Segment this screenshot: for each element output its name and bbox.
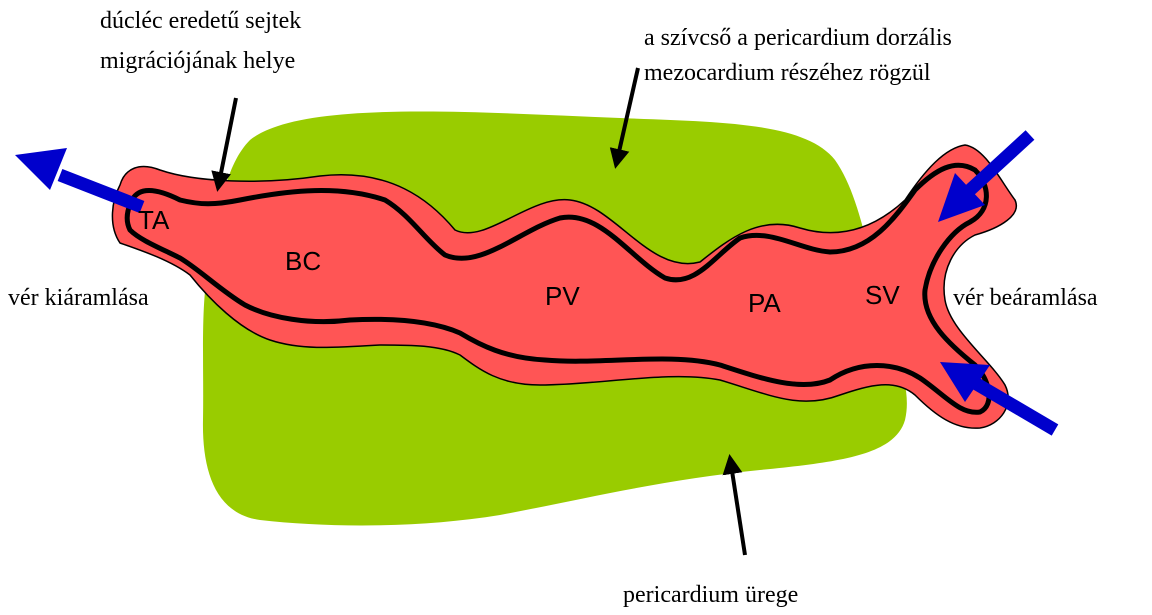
mesocardium-label-line2: mezocardium részéhez rögzül [644, 60, 931, 86]
neural-crest-label-line1: dúcléc eredetű sejtek [100, 8, 301, 34]
mesocardium-label-line1: a szívcső a pericardium dorzális [644, 25, 952, 51]
segment-label-ta: TA [138, 205, 170, 235]
inflow-label: vér beáramlása [953, 285, 1098, 311]
segment-label-pa: PA [748, 288, 781, 318]
pericardial-cavity-pointer [730, 458, 745, 555]
segment-label-pv: PV [545, 281, 580, 311]
segment-label-sv: SV [865, 280, 900, 310]
pericardial-cavity-label: pericardium ürege [623, 582, 798, 608]
outflow-label: vér kiáramlása [8, 285, 149, 311]
neural-crest-label-line2: migrációjának helye [100, 48, 295, 74]
segment-label-bc: BC [285, 246, 321, 276]
